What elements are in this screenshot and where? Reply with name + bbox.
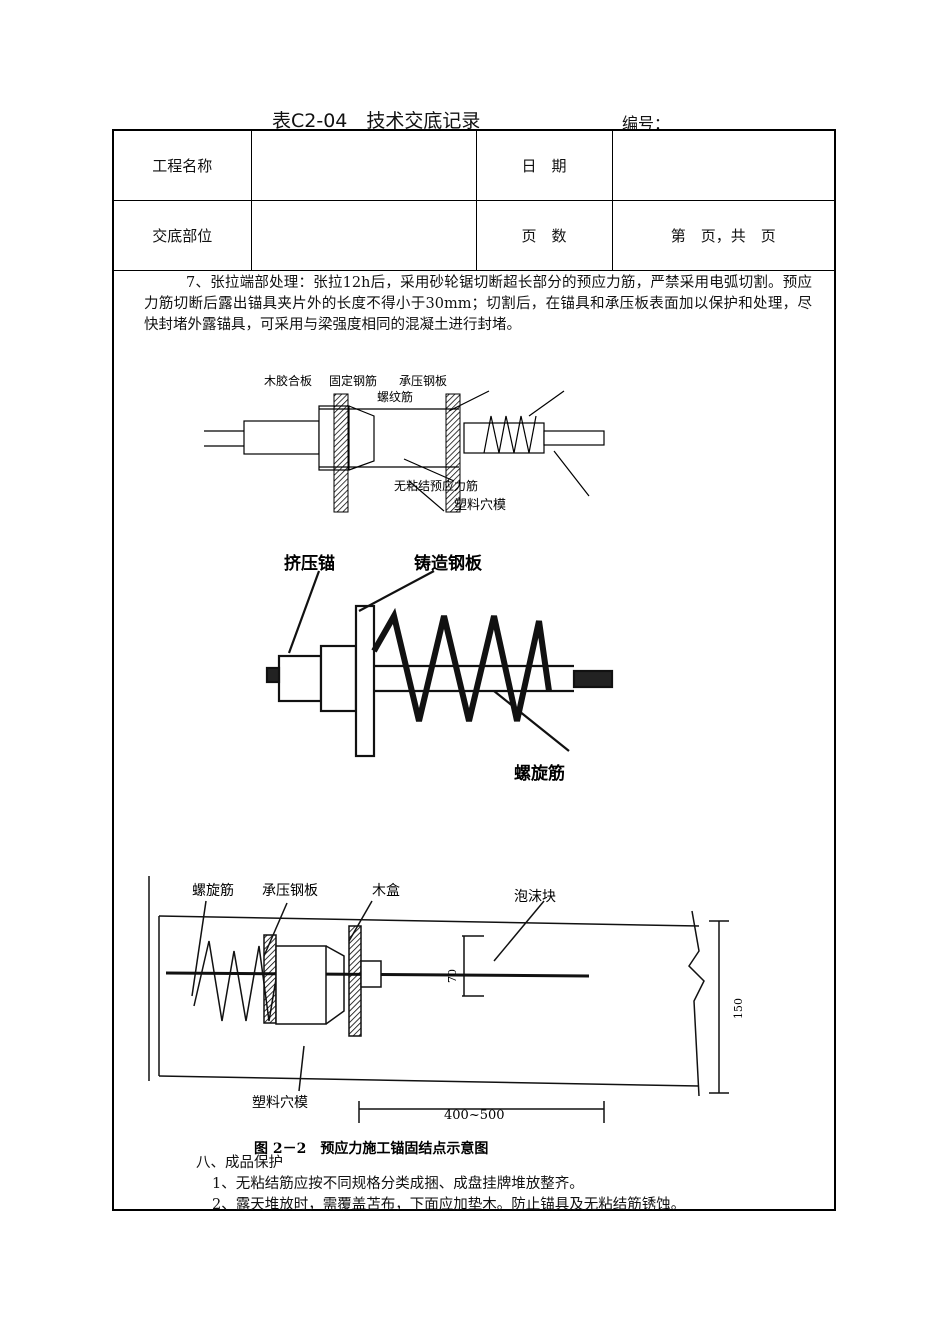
- date-field[interactable]: [611, 131, 834, 201]
- part-label: 交底部位: [114, 200, 252, 271]
- document-number-label: 编号：: [622, 114, 671, 133]
- fig3-dim-70: 70: [446, 969, 459, 983]
- section8-heading: 八、成品保护: [196, 1155, 283, 1171]
- fig3-dim-span: 400~500: [444, 1108, 505, 1123]
- fig3-label-box: 木盒: [372, 882, 400, 899]
- document-title: 表C2-04 技术交底记录: [272, 110, 481, 132]
- project-name-field[interactable]: [250, 131, 477, 201]
- fig1-label-board: 木胶合板: [264, 373, 312, 388]
- section8-item2: 2、露天堆放时，需覆盖苫布，下面应加垫木。防止锚具及无粘结筋锈蚀。: [212, 1197, 686, 1213]
- fig3-label-spiral: 螺旋筋: [192, 882, 234, 899]
- fig1-label-mold: 塑料穴模: [454, 498, 506, 513]
- fig3-caption: 图 2－2 预应力施工锚固结点示意图: [254, 1140, 488, 1157]
- record-frame: 工程名称 日 期 交底部位 页 数 第 页，共 页 7、张拉端部处理：张拉12h…: [112, 129, 836, 1213]
- figure-anchor-section: 木胶合板 固定钢筋 承压钢板 螺纹筋 无粘结预应力筋 塑料穴模: [204, 373, 605, 513]
- pages-field[interactable]: 第 页，共 页: [611, 200, 834, 271]
- fig1-label-fix: 固定钢筋: [329, 373, 377, 388]
- figure-extrusion-anchor: 挤压锚 铸造钢板 螺旋筋: [265, 553, 614, 784]
- paragraph-anchor-end-treatment: 7、张拉端部处理：张拉12h后，采用砂轮锯切断超长部分的预应力筋，严禁采用电弧切…: [144, 275, 812, 333]
- fig3-label-mold: 塑料穴模: [252, 1095, 308, 1111]
- section8-item1: 1、无粘结筋应按不同规格分类成捆、成盘挂牌堆放整齐。: [212, 1176, 584, 1192]
- pages-label: 页 数: [475, 200, 613, 271]
- date-label: 日 期: [475, 131, 613, 201]
- fig2-label-anchor: 挤压锚: [284, 553, 335, 574]
- fig3-dim-150: 150: [732, 998, 745, 1019]
- fig1-label-tendon: 无粘结预应力筋: [394, 478, 478, 493]
- fig3-label-foam: 泡沫块: [514, 889, 556, 905]
- info-table: 工程名称 日 期 交底部位 页 数 第 页，共 页: [114, 131, 834, 271]
- fig2-label-cast: 铸造钢板: [414, 553, 483, 574]
- project-name-label: 工程名称: [114, 131, 252, 201]
- fig2-label-spiral: 螺旋筋: [514, 763, 565, 784]
- part-field[interactable]: [250, 200, 477, 271]
- fig1-label-spiral: 螺纹筋: [377, 389, 413, 404]
- figure-anchor-node-schematic: 螺旋筋 承压钢板 木盒 泡沫块 70 150 400~500 塑料穴模 图 2－…: [148, 876, 745, 1157]
- fig3-label-plate: 承压钢板: [262, 883, 318, 899]
- fig1-label-plate: 承压钢板: [399, 374, 447, 388]
